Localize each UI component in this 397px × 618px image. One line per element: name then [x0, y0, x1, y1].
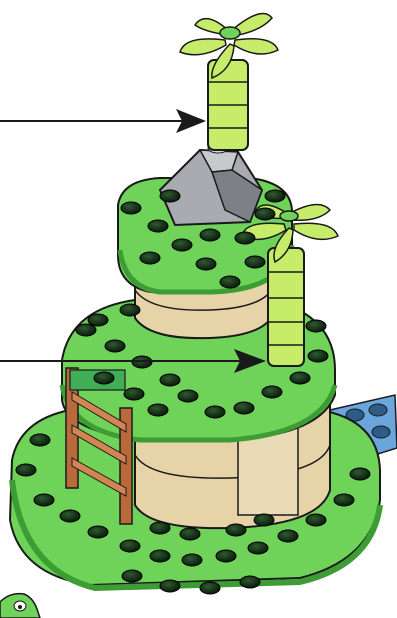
lower-palm-trunk [268, 248, 304, 366]
gray-rock [160, 143, 262, 225]
callout-arrow-upper [0, 109, 206, 133]
green-character-partial [0, 594, 40, 618]
